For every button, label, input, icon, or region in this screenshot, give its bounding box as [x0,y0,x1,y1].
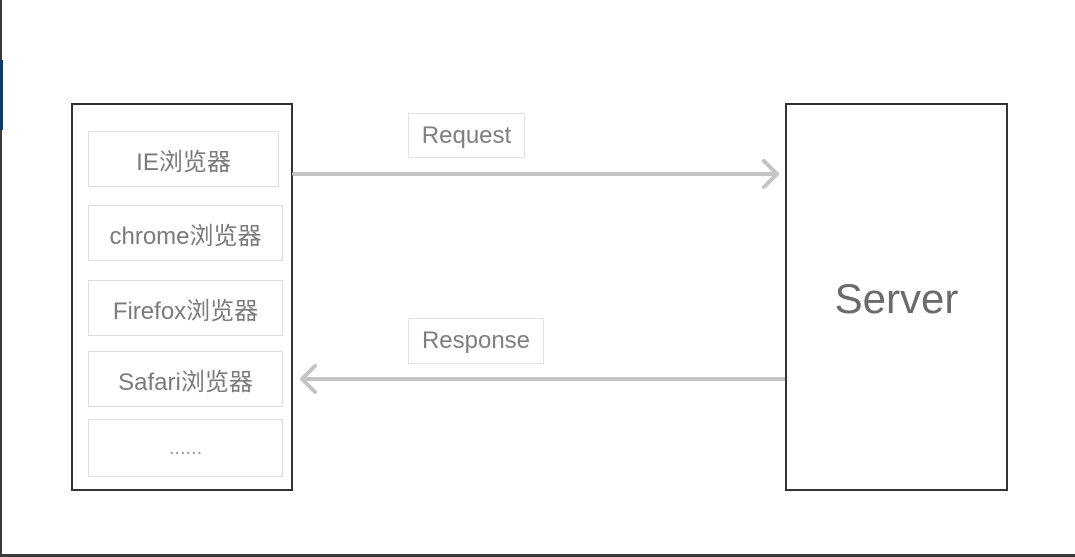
server-label: Server [834,275,959,322]
edge-marker [0,60,3,130]
browser-item-safari: Safari浏览器 [88,351,283,407]
browser-item-chrome: chrome浏览器 [88,205,283,261]
response-label: Response [408,318,544,364]
browser-item-label: IE浏览器 [136,148,231,176]
browser-item-label: Firefox浏览器 [112,297,259,325]
response-arrow-head [300,364,317,394]
request-arrow [292,159,779,189]
browser-item-firefox: Firefox浏览器 [88,280,283,336]
browser-item-ie: IE浏览器 [88,131,279,187]
browser-item-label: chrome浏览器 [109,222,262,250]
browsers-container: IE浏览器 chrome浏览器 Firefox浏览器 Safari浏览器 ...… [71,103,293,491]
browser-item-label: ...... [168,436,203,459]
browser-item-more: ...... [88,419,283,477]
browser-item-label: Safari浏览器 [118,368,253,396]
response-arrow [300,364,787,394]
request-arrow-head [762,159,779,189]
server-box: Server [785,103,1008,491]
request-label: Request [408,113,525,158]
